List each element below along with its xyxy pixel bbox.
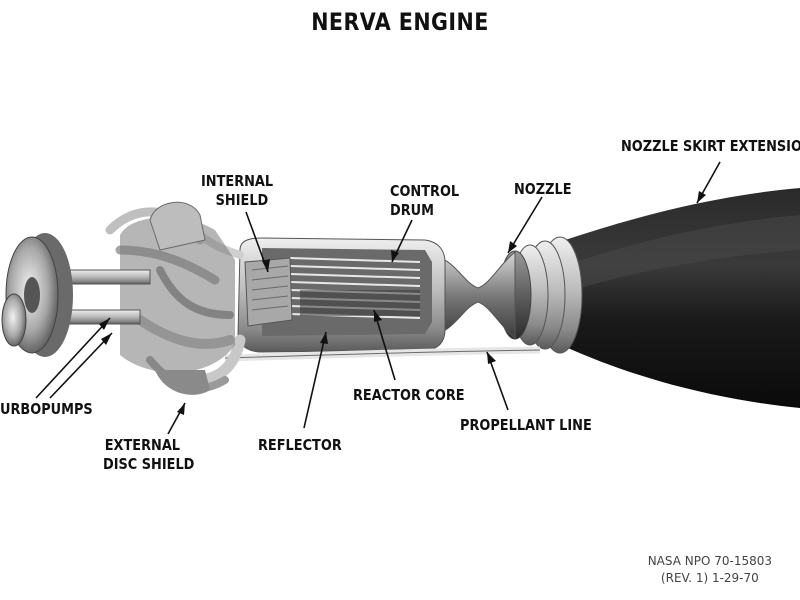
arrowhead-turbopumps-1 [99,318,110,330]
leader-reactor-core [373,309,396,381]
label-reflector: REFLECTOR [258,436,342,455]
leader-turbopumps-1 [35,317,111,399]
pump-housing [120,217,235,373]
label-internal-shield-line-2: SHIELD [215,191,269,209]
propellant-line-pipe-edge [224,349,541,359]
label-external-disc-shield: EXTERNAL DISC SHIELD [103,436,194,474]
label-reactor-core: REACTOR CORE [353,386,465,405]
label-turbopumps: URBOPUMPS [0,400,93,419]
label-nozzle-text: NOZZLE [514,180,572,198]
nasa-caption: NASA NPO 70-15803 (REV. 1) 1-29-70 [648,553,772,587]
arrowhead-control-drum [391,250,399,262]
reactor-core-block [300,290,420,316]
nozzle-skirt-highlight [575,215,800,288]
arrowhead-propellant-line [487,352,496,364]
arrowhead-turbopumps-2 [101,333,112,345]
diagram-title: NERVA ENGINE [311,8,489,36]
label-propellant-line-text: PROPELLANT LINE [460,416,592,434]
arrowhead-internal-shield [262,259,270,272]
label-control-drum: CONTROL DRUM [390,182,459,220]
arrowhead-external-disc [177,403,185,415]
leader-turbopumps-2 [49,332,113,399]
nozzle-throat [429,250,516,340]
label-external-disc-shield-line-1: EXTERNAL [104,436,181,454]
label-reflector-text: REFLECTOR [258,436,342,454]
label-control-drum-line-1: CONTROL [390,182,460,200]
arrowhead-nozzle-skirt [697,191,706,203]
label-nozzle-skirt-extension-text: NOZZLE SKIRT EXTENSION [621,137,800,155]
label-external-disc-shield-line-2: DISC SHIELD [103,455,195,473]
turbopump-small-disc [1,293,27,347]
label-nozzle: NOZZLE [514,180,572,199]
label-turbopumps-text: URBOPUMPS [0,400,93,418]
label-reactor-core-text: REACTOR CORE [353,386,465,404]
turbopump-hub [24,277,40,313]
internal-shield-grid [251,265,289,311]
label-nozzle-skirt-extension: NOZZLE SKIRT EXTENSION [621,137,800,156]
arrowhead-reactor-core [374,310,382,322]
label-propellant-line: PROPELLANT LINE [460,416,592,435]
arrowhead-nozzle [508,241,517,253]
label-internal-shield: INTERNAL SHIELD [201,172,273,210]
caption-line-1: NASA NPO 70-15803 [647,554,772,568]
external-disc-shield-lower [155,370,210,395]
leader-reflector [303,331,327,429]
label-control-drum-line-2: DRUM [390,201,434,219]
caption-line-2: (REV. 1) 1-29-70 [660,571,759,585]
arrowhead-reflector [320,332,328,344]
leader-arrowheads [99,191,706,415]
label-internal-shield-line-1: INTERNAL [201,172,274,190]
leader-lines [35,161,721,435]
external-disc-shield-shape [149,201,206,251]
